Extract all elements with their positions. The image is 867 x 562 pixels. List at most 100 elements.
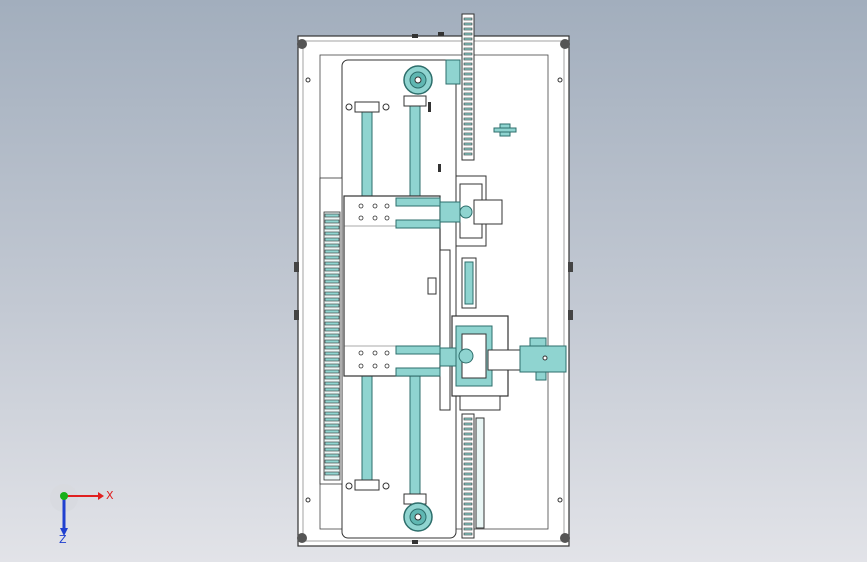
rack-tooth xyxy=(463,507,473,511)
rack-tooth xyxy=(463,62,473,66)
rack-tooth xyxy=(463,122,473,126)
rack-tooth xyxy=(463,487,473,491)
rack-tooth xyxy=(463,52,473,56)
rack-tooth xyxy=(324,399,340,404)
rack-tooth xyxy=(463,47,473,51)
rack-tooth xyxy=(324,381,340,386)
rack-tooth xyxy=(463,77,473,81)
rack-tooth xyxy=(463,512,473,516)
rack-tooth xyxy=(463,112,473,116)
rack-tooth xyxy=(463,427,473,431)
rack-tooth xyxy=(324,279,340,284)
bottom-rack xyxy=(461,413,485,539)
rack-tooth xyxy=(324,297,340,302)
rack-tooth xyxy=(463,457,473,461)
x-arrowhead xyxy=(98,492,104,500)
rack-tooth xyxy=(324,315,340,320)
rack-tooth xyxy=(324,213,340,218)
rack-tooth xyxy=(463,517,473,521)
rack-tooth xyxy=(463,152,473,156)
rack-tooth xyxy=(463,107,473,111)
rack-tooth xyxy=(463,502,473,506)
rack-tooth xyxy=(463,27,473,31)
rack-tooth xyxy=(324,273,340,278)
rack-tooth xyxy=(324,435,340,440)
rack-tooth xyxy=(463,452,473,456)
rack-tooth xyxy=(324,441,340,446)
rack-tooth xyxy=(324,375,340,380)
rack-tooth xyxy=(324,351,340,356)
rack-tooth xyxy=(324,303,340,308)
rack-tooth xyxy=(324,339,340,344)
top-rack xyxy=(445,13,475,161)
rack-tooth xyxy=(463,22,473,26)
rack-tooth xyxy=(324,261,340,266)
rack-tooth xyxy=(463,32,473,36)
rack-tooth xyxy=(324,231,340,236)
rack-tooth xyxy=(324,465,340,470)
rack-tooth xyxy=(463,417,473,421)
rack-tooth xyxy=(463,127,473,131)
rack-tooth xyxy=(463,97,473,101)
rack-tooth xyxy=(463,482,473,486)
carriage-plate xyxy=(343,195,451,411)
rack-tooth xyxy=(324,333,340,338)
rack-tooth xyxy=(463,67,473,71)
rack-tooth xyxy=(463,532,473,536)
rack-tooth xyxy=(463,132,473,136)
rack-tooth xyxy=(463,477,473,481)
bottom-pulley xyxy=(403,502,433,532)
rack-tooth xyxy=(324,423,340,428)
rack-tooth xyxy=(324,417,340,422)
rack-tooth xyxy=(463,117,473,121)
rack-tooth xyxy=(463,447,473,451)
rack-tooth xyxy=(463,527,473,531)
x-axis-label: X xyxy=(106,489,114,502)
rack-tooth xyxy=(324,405,340,410)
rack-tooth xyxy=(324,243,340,248)
rack-tooth xyxy=(324,345,340,350)
rack-tooth xyxy=(463,432,473,436)
rack-tooth xyxy=(324,411,340,416)
rack-tooth xyxy=(324,453,340,458)
rack-tooth xyxy=(463,442,473,446)
rack-tooth xyxy=(324,267,340,272)
rack-tooth xyxy=(324,459,340,464)
rack-tooth xyxy=(463,137,473,141)
rack-tooth xyxy=(463,147,473,151)
rack-tooth xyxy=(463,492,473,496)
rack-tooth xyxy=(463,87,473,91)
rack-tooth xyxy=(463,37,473,41)
rack-tooth xyxy=(463,437,473,441)
y-axis-dot xyxy=(60,492,68,500)
rack-tooth xyxy=(324,285,340,290)
rack-tooth xyxy=(463,57,473,61)
rack-tooth xyxy=(324,471,340,476)
rack-tooth xyxy=(463,422,473,426)
rack-tooth xyxy=(463,82,473,86)
rack-tooth xyxy=(324,291,340,296)
rack-tooth xyxy=(324,387,340,392)
rack-tooth xyxy=(324,237,340,242)
rack-tooth xyxy=(324,393,340,398)
rack-tooth xyxy=(324,327,340,332)
rack-tooth xyxy=(463,42,473,46)
coordinate-triad: X Z xyxy=(50,484,114,544)
sensor-bracket xyxy=(493,123,517,137)
rack-tooth xyxy=(324,369,340,374)
rack-tooth xyxy=(463,142,473,146)
rack-tooth xyxy=(324,309,340,314)
z-axis-label: Z xyxy=(59,533,67,544)
hardware-marks xyxy=(412,32,444,544)
rack-tooth xyxy=(324,429,340,434)
rack-tooth xyxy=(324,357,340,362)
rack-tooth xyxy=(463,17,473,21)
rack-tooth xyxy=(324,249,340,254)
upper-drive-module xyxy=(439,175,503,309)
rack-tooth xyxy=(463,497,473,501)
rack-tooth xyxy=(463,72,473,76)
left-comb-rack xyxy=(319,177,343,485)
rack-tooth xyxy=(324,219,340,224)
